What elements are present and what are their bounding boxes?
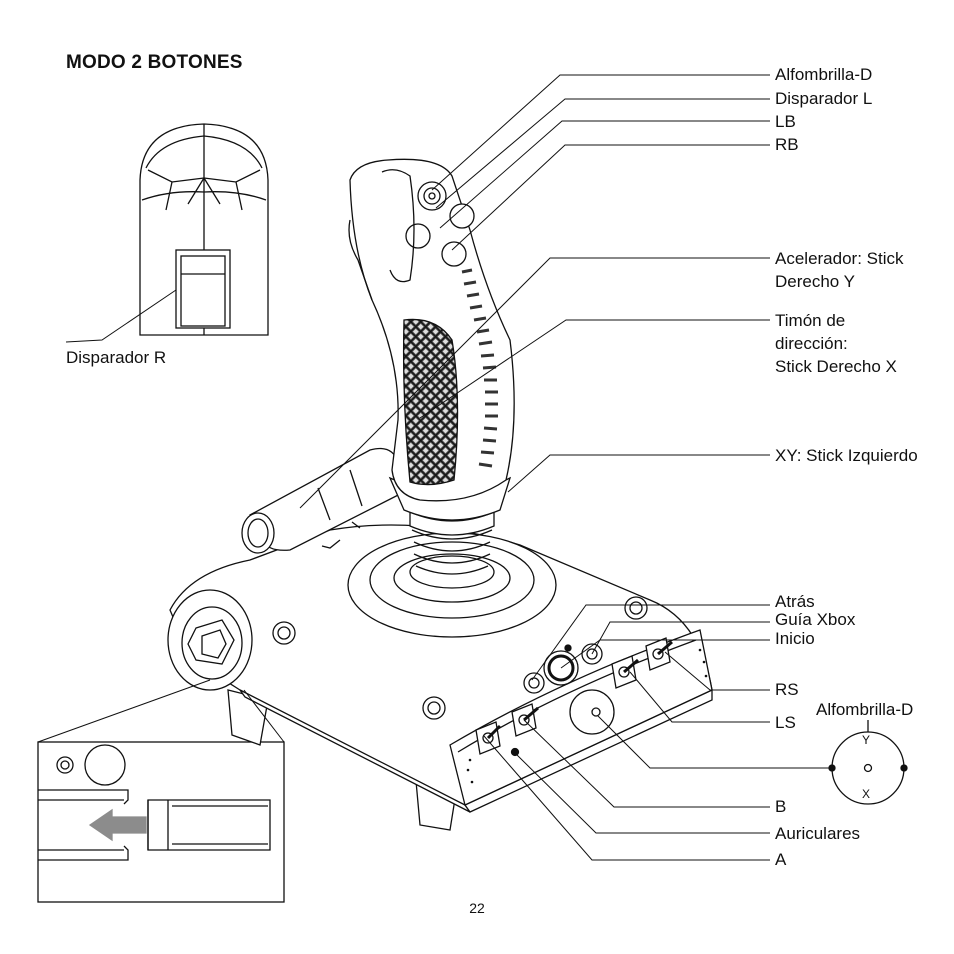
insert-arrow-icon xyxy=(88,808,147,842)
label-lb: LB xyxy=(775,112,796,131)
dpad-diagram xyxy=(828,720,908,805)
page-number: 22 xyxy=(469,900,485,916)
label-headset: Auriculares xyxy=(775,824,861,843)
joystick-stick xyxy=(348,158,515,589)
joystick-base xyxy=(167,524,713,831)
label-trigger-l: Disparador L xyxy=(775,89,873,108)
label-b: B xyxy=(775,797,787,816)
label-guide: Guía Xbox xyxy=(775,610,856,629)
page-title: MODO 2 BOTONES xyxy=(66,52,243,73)
dpad-axis-y: Y xyxy=(862,733,871,747)
trigger-r-detail-view xyxy=(139,123,269,336)
label-a: A xyxy=(775,850,787,869)
label-xy: XY: Stick Izquierdo xyxy=(775,446,918,465)
headset-jack-inset xyxy=(37,741,285,903)
label-dpad-diagram: Alfombrilla-D xyxy=(816,700,914,719)
dpad-axis-x: X xyxy=(862,787,871,801)
label-rb: RB xyxy=(775,135,799,154)
label-rudder-line1: Timón de xyxy=(775,311,846,330)
label-rs: RS xyxy=(775,680,799,699)
label-throttle-line1: Acelerador: Stick xyxy=(775,249,904,268)
label-start: Inicio xyxy=(775,629,815,648)
label-back: Atrás xyxy=(775,592,815,611)
label-throttle-line2: Derecho Y xyxy=(775,272,856,291)
leader-lines xyxy=(37,74,832,861)
label-rudder-line2: dirección: xyxy=(775,334,848,353)
label-ls: LS xyxy=(775,713,796,732)
label-dpad-top: Alfombrilla-D xyxy=(775,65,873,84)
screw-icon xyxy=(272,596,648,720)
label-trigger-r: Disparador R xyxy=(66,348,167,367)
label-rudder-line3: Stick Derecho X xyxy=(775,357,897,376)
